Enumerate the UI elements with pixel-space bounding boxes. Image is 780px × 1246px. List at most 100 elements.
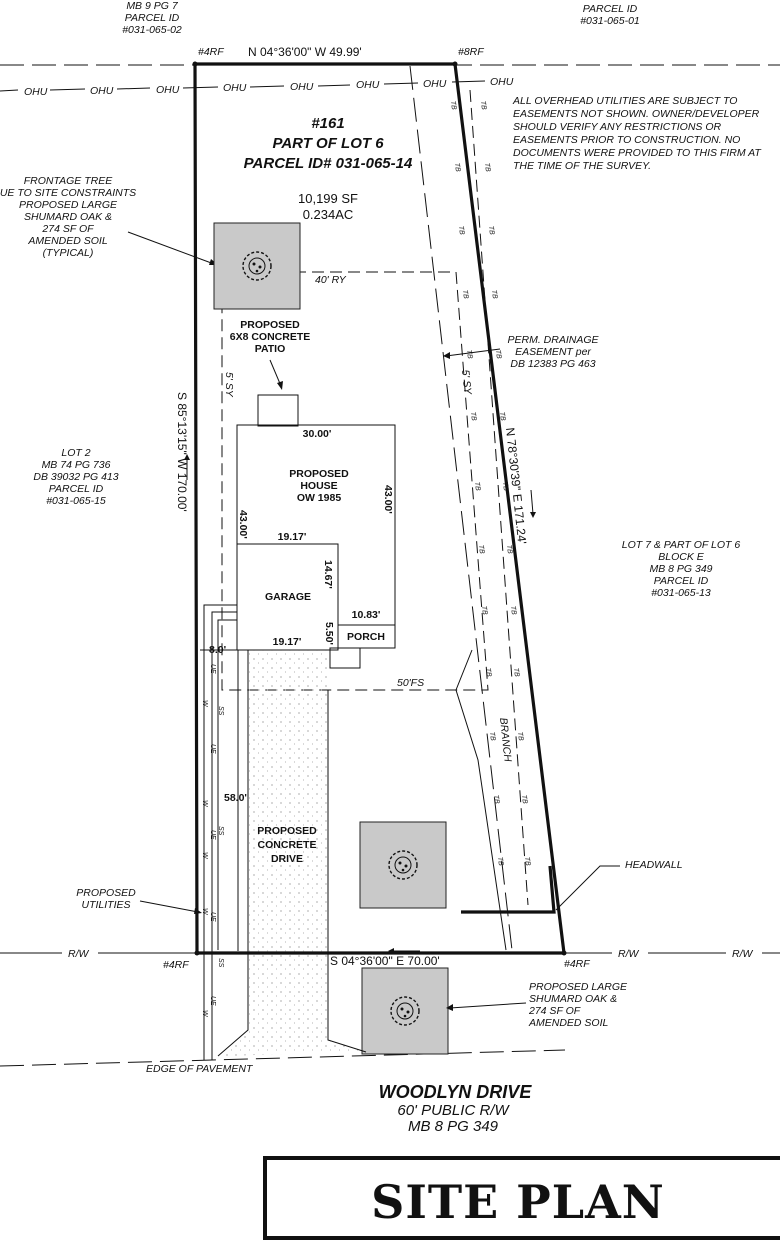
svg-text:TB: TB xyxy=(461,289,469,299)
svg-text:#161: #161 xyxy=(311,115,344,132)
svg-text:#4RF: #4RF xyxy=(564,958,590,970)
svg-text:EDGE OF PAVEMENT: EDGE OF PAVEMENT xyxy=(146,1063,254,1075)
oak-tree-icon xyxy=(390,996,420,1026)
svg-text:TB: TB xyxy=(483,162,491,172)
svg-text:OW 1985: OW 1985 xyxy=(297,492,342,504)
svg-text:MB 8 PG 349: MB 8 PG 349 xyxy=(649,563,712,575)
svg-text:MB 9 PG 7: MB 9 PG 7 xyxy=(126,0,179,12)
svg-text:(TYPICAL): (TYPICAL) xyxy=(43,247,94,259)
svg-text:TB: TB xyxy=(487,225,495,235)
svg-text:TB: TB xyxy=(479,100,487,110)
rear-yard-label: 40' RY xyxy=(315,274,347,286)
svg-text:UE: UE xyxy=(209,996,216,1006)
svg-text:DRIVE: DRIVE xyxy=(271,853,303,865)
utility-offset-dim: 8.0' xyxy=(209,644,226,656)
bearing-north: N 04°36'00" W 49.99' xyxy=(248,45,362,59)
svg-text:274 SF OF: 274 SF OF xyxy=(41,223,94,235)
proposed-patio: PROPOSED 6X8 CONCRETE PATIO xyxy=(230,319,311,427)
oak-tree-icon xyxy=(242,251,272,281)
svg-text:W: W xyxy=(201,700,208,708)
bearing-arrows xyxy=(184,454,536,954)
corner-markers: #4RF #8RF #4RF #4RF xyxy=(163,46,590,971)
proposed-garage: 19.17' 19.17' 14.67' GARAGE xyxy=(236,531,339,651)
svg-text:W: W xyxy=(201,908,208,916)
svg-text:TB: TB xyxy=(501,481,509,491)
svg-text:TB: TB xyxy=(492,794,500,804)
svg-text:#031-065-02: #031-065-02 xyxy=(122,24,182,36)
proposed-utility-lines: 8.0' UE W SS UE W SS UE W UE W SS UE W xyxy=(200,604,237,1060)
frontage-tree-note: FRONTAGE TREE UE TO SITE CONSTRAINTS PRO… xyxy=(0,175,218,265)
svg-text:HEADWALL: HEADWALL xyxy=(625,859,683,871)
tree-street xyxy=(361,967,449,1055)
oak-tree-icon xyxy=(388,850,418,880)
svg-text:PROPOSED LARGE: PROPOSED LARGE xyxy=(19,199,118,211)
svg-text:PART OF LOT 6: PART OF LOT 6 xyxy=(272,135,384,152)
svg-text:W: W xyxy=(201,852,208,860)
svg-text:PROPOSED LARGE: PROPOSED LARGE xyxy=(529,981,628,993)
svg-text:PARCEL ID: PARCEL ID xyxy=(583,3,638,15)
svg-text:TB: TB xyxy=(498,411,506,421)
proposed-utilities-note: PROPOSED UTILITIES xyxy=(76,887,202,914)
svg-text:6X8 CONCRETE: 6X8 CONCRETE xyxy=(230,331,311,343)
street-label: WOODLYN DRIVE 60' PUBLIC R/W MB 8 PG 349 xyxy=(379,1082,533,1135)
svg-text:OHU: OHU xyxy=(24,86,48,98)
svg-text:TB: TB xyxy=(523,856,531,866)
branch-label: BRANCH xyxy=(497,717,514,763)
svg-text:OHU: OHU xyxy=(156,84,180,96)
svg-text:AMENDED SOIL: AMENDED SOIL xyxy=(528,1017,609,1029)
svg-text:TB: TB xyxy=(480,605,488,615)
svg-text:OHU: OHU xyxy=(423,78,447,90)
svg-text:CONCRETE: CONCRETE xyxy=(258,839,317,851)
svg-text:PROPOSED: PROPOSED xyxy=(289,468,349,480)
porch-top-dim: 10.83' xyxy=(352,609,381,621)
house-right-dim: 43.00' xyxy=(382,485,394,514)
svg-text:PARCEL ID: PARCEL ID xyxy=(49,483,104,495)
svg-text:SHUMARD OAK &: SHUMARD OAK & xyxy=(24,211,112,223)
neighbor-north-right-label: PARCEL ID #031-065-01 xyxy=(580,3,640,27)
svg-text:10,199 SF: 10,199 SF xyxy=(298,191,358,206)
svg-text:TB: TB xyxy=(509,605,517,615)
neighbor-east-label: LOT 7 & PART OF LOT 6 BLOCK E MB 8 PG 34… xyxy=(622,539,741,599)
house-top-dim: 30.00' xyxy=(303,428,332,440)
svg-text:#031-065-15: #031-065-15 xyxy=(46,495,106,507)
svg-text:PARCEL ID: PARCEL ID xyxy=(654,575,709,587)
svg-text:PATIO: PATIO xyxy=(255,343,286,355)
svg-text:UE TO SITE CONSTRAINTS: UE TO SITE CONSTRAINTS xyxy=(0,187,136,199)
proposed-driveway: PROPOSED CONCRETE DRIVE 58.0' xyxy=(217,650,367,1057)
drive-length-dim: 58.0' xyxy=(224,792,247,804)
side-yard-left-label: 5' SY xyxy=(223,372,235,398)
svg-text:TB: TB xyxy=(465,349,473,359)
svg-text:274 SF OF: 274 SF OF xyxy=(528,1005,581,1017)
svg-text:PORCH: PORCH xyxy=(347,631,385,643)
garage-bottom-dim: 19.17' xyxy=(273,636,302,648)
svg-text:PERM. DRAINAGE: PERM. DRAINAGE xyxy=(507,334,599,346)
svg-text:WOODLYN DRIVE: WOODLYN DRIVE xyxy=(379,1082,533,1102)
street-tree-note: PROPOSED LARGE SHUMARD OAK & 274 SF OF A… xyxy=(446,981,628,1029)
svg-text:SHUMARD OAK &: SHUMARD OAK & xyxy=(529,993,617,1005)
svg-text:W: W xyxy=(201,800,208,808)
svg-text:BLOCK E: BLOCK E xyxy=(658,551,705,563)
svg-text:DB 12383 PG 463: DB 12383 PG 463 xyxy=(510,358,595,370)
svg-text:TB: TB xyxy=(488,731,496,741)
svg-text:PARCEL ID: PARCEL ID xyxy=(125,12,180,24)
svg-text:UE: UE xyxy=(209,912,216,922)
svg-text:OHU: OHU xyxy=(90,85,114,97)
svg-text:TB: TB xyxy=(494,349,502,359)
svg-text:#031-065-13: #031-065-13 xyxy=(651,587,711,599)
svg-text:OHU: OHU xyxy=(223,82,247,94)
drainage-easement: TB TB TB TB TB TB TB TB TB TB TB TB TB T… xyxy=(409,65,531,951)
overhead-utility-line: OHU OHU OHU OHU OHU OHU OHU OHU xyxy=(0,64,780,98)
svg-text:PROPOSED: PROPOSED xyxy=(257,825,317,837)
bearing-west: S 85°13'15" W 170.00' xyxy=(175,392,189,512)
tree-front xyxy=(359,821,447,909)
svg-text:OHU: OHU xyxy=(290,81,314,93)
svg-text:#4RF: #4RF xyxy=(198,46,224,58)
headwall: HEADWALL xyxy=(461,859,683,914)
setback-lines: 40' RY 5' SY 5' SY 50'FS xyxy=(221,271,489,691)
svg-text:#4RF: #4RF xyxy=(163,959,189,971)
right-of-way-lines: R/W R/W R/W xyxy=(0,948,780,960)
svg-text:SS: SS xyxy=(217,826,224,836)
svg-text:UE: UE xyxy=(209,664,216,674)
svg-text:THE TIME OF THE SURVEY.: THE TIME OF THE SURVEY. xyxy=(513,160,651,172)
